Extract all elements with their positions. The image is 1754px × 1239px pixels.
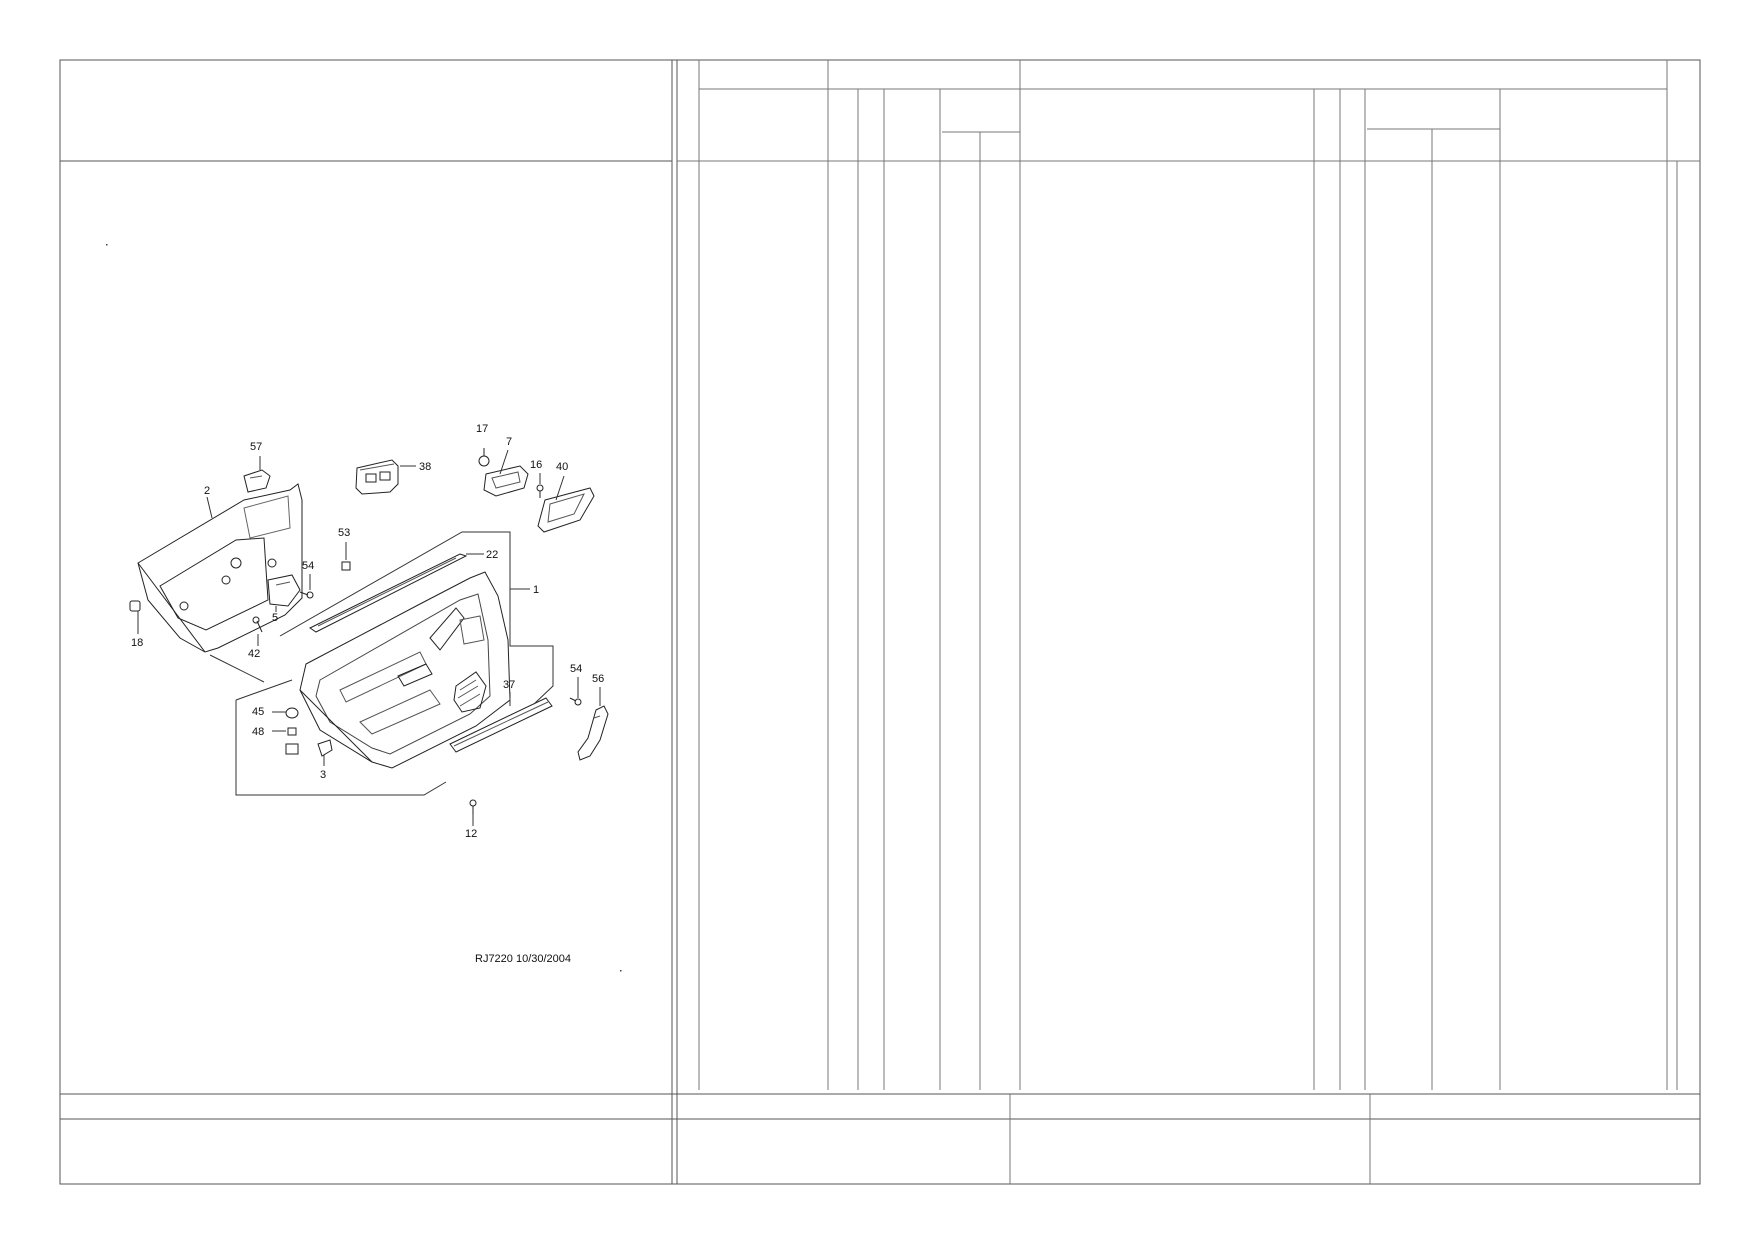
leader-lines	[137, 449, 601, 826]
callout-5: 5	[272, 612, 278, 624]
callout-48: 48	[252, 726, 264, 738]
exploded-door-trim-diagram	[129, 448, 609, 826]
callout-12: 12	[465, 828, 477, 840]
group-boundary-lines	[209, 531, 554, 796]
callout-18: 18	[131, 637, 143, 649]
part-1-door-trim-panel	[299, 571, 511, 769]
callout-22: 22	[486, 549, 498, 561]
part-16-screw	[536, 484, 544, 498]
part-17-nut	[478, 448, 490, 467]
callout-7: 7	[506, 436, 512, 448]
part-3-clip	[317, 739, 333, 757]
scan-specks	[106, 244, 622, 972]
part-54-screw-upper	[299, 591, 314, 599]
part-57-clip	[243, 469, 271, 493]
part-54-screw-lower	[569, 697, 582, 706]
part-7-inner-handle	[483, 465, 529, 497]
callout-17: 17	[476, 423, 488, 435]
part-37-armrest-pad	[449, 697, 553, 753]
part-5-bracket	[267, 574, 301, 607]
part-48-retainer	[285, 727, 299, 755]
callout-45: 45	[252, 706, 264, 718]
callout-57: 57	[250, 441, 262, 453]
part-12-screw	[469, 799, 477, 814]
callout-labels: 57 2 38 17 7 16 40 53 22 1 54 5 18 42 54…	[131, 423, 604, 840]
part-18-clip	[129, 600, 141, 612]
part-53-clip	[341, 561, 351, 571]
callout-56: 56	[592, 673, 604, 685]
part-56-pull-handle	[577, 705, 609, 761]
part-42-screw	[252, 616, 263, 633]
part-2-trim-backing	[137, 483, 303, 653]
callout-38: 38	[419, 461, 431, 473]
part-45-grommet	[285, 707, 299, 719]
callout-54-lower: 54	[570, 663, 582, 675]
sheet-frame	[59, 59, 1701, 1185]
callout-3: 3	[320, 769, 326, 781]
callout-53: 53	[338, 527, 350, 539]
callout-16: 16	[530, 459, 542, 471]
callout-37: 37	[503, 679, 515, 691]
callout-42: 42	[248, 648, 260, 660]
diagram-reference-caption: RJ7220 10/30/2004	[475, 953, 571, 965]
callout-1: 1	[533, 584, 539, 596]
callout-2: 2	[204, 485, 210, 497]
parts-table-grid	[677, 60, 1700, 1184]
callout-54-upper: 54	[302, 560, 314, 572]
part-22-weatherstrip	[309, 553, 468, 633]
part-38-window-switch	[355, 459, 399, 495]
part-40-handle-bezel	[537, 487, 595, 533]
callout-40: 40	[556, 461, 568, 473]
